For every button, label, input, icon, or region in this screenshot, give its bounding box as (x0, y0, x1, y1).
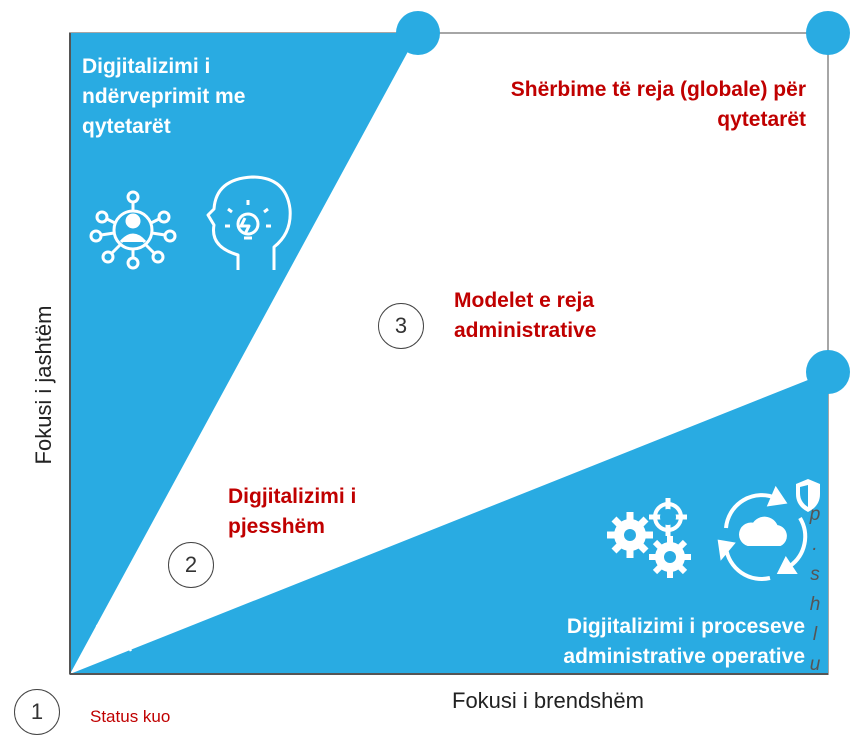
label-new-admin-models: Modelet e reja administrative (454, 289, 597, 342)
x-axis-label: Fokusi i brendshëm (452, 688, 644, 713)
label-partial-digitalization: Digjitalizimi i pjesshëm (228, 485, 357, 538)
gears-icon (607, 498, 691, 578)
overflow-char: h (809, 594, 821, 615)
label-citizen-interaction: Digjitalizimi i ndërveprimit me qytetarë… (82, 55, 246, 138)
number-circle-2: 2 (168, 542, 214, 588)
corner-circle-right (806, 350, 850, 394)
upper-blue-region (70, 33, 418, 674)
overflow-text: p . s h l u (800, 500, 830, 680)
label-new-services: Shërbime të reja (globale) për qytetarët (510, 78, 806, 131)
corner-circle-top-right (806, 11, 850, 55)
overflow-char: p (809, 504, 821, 525)
angle-arc (95, 624, 133, 652)
cloud-cycle-icon (717, 485, 808, 581)
corner-circle-top-middle (396, 11, 440, 55)
overflow-char: l (812, 624, 818, 645)
number-circle-1: 1 (14, 689, 60, 735)
label-status-quo: Status kuo (90, 707, 171, 726)
head-lightbulb-icon (206, 175, 292, 270)
network-person-icon (89, 190, 177, 270)
shield-icon (796, 479, 820, 512)
overflow-char: s (810, 564, 820, 585)
overflow-char: u (809, 654, 821, 675)
label-operative-processes: Digjitalizimi i proceseve administrative… (563, 615, 805, 668)
lower-blue-region (70, 372, 828, 674)
overflow-char: . (812, 534, 818, 555)
y-axis-label: Fokusi i jashtëm (31, 305, 56, 465)
number-circle-3: 3 (378, 303, 424, 349)
